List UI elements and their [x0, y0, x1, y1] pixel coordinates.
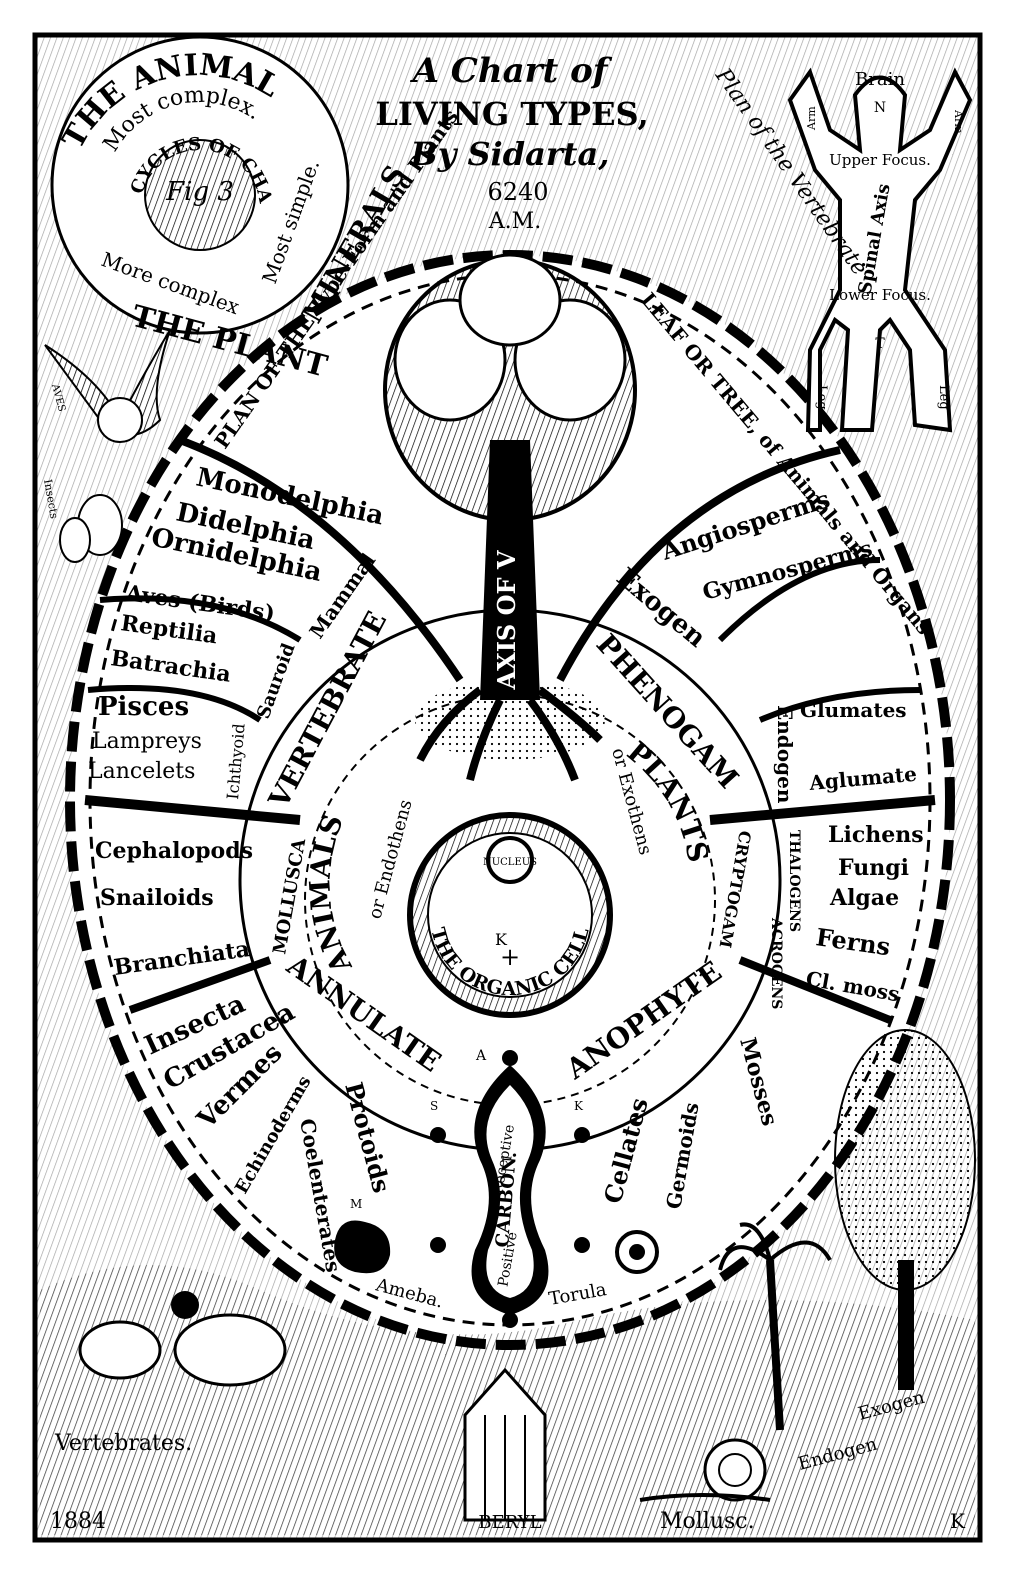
beryl-crystal [463, 1367, 547, 1522]
nucleus [486, 836, 534, 884]
fish-item: Lancelets [88, 759, 195, 784]
endogen-item: Glumates [800, 698, 907, 722]
butterfly [59, 494, 123, 563]
band-divider [99, 595, 302, 643]
fish-item: Pisces [98, 692, 189, 722]
carbon-m: M [350, 1197, 362, 1211]
thalogens-label: THALOGENS [786, 830, 802, 932]
title-era: A.M. [488, 209, 541, 234]
bird-left [44, 329, 171, 443]
cell-cross: + [500, 943, 520, 971]
plate-border [32, 32, 983, 1543]
beryl-label: BERYL [478, 1512, 541, 1533]
band-divider [84, 795, 301, 825]
vert-arm-left: Arm [805, 106, 818, 131]
band-divider [717, 557, 881, 643]
carbon-s: S [430, 1099, 438, 1113]
title-year: 6240 [487, 178, 548, 206]
band-divider [758, 687, 921, 723]
middle-ring [304, 694, 716, 1106]
thalo-item: Lichens [828, 822, 924, 848]
band-divider [128, 956, 272, 1014]
vertebrates-label: Vertebrates. [54, 1431, 192, 1456]
fish-item: Lampreys [92, 729, 202, 754]
cycle-fig: Fig 3 [165, 177, 234, 207]
vert-upper-focus: Upper Focus. [829, 151, 931, 169]
band-divider [709, 795, 936, 825]
cycle-circle-center [144, 139, 256, 251]
palm-tree [718, 1222, 832, 1431]
sheep [78, 1291, 287, 1387]
mollusc-label: Mollusc. [660, 1509, 755, 1534]
organic-cell-inner [427, 832, 593, 998]
cell-k-label: K [495, 930, 508, 949]
band-divider [87, 685, 262, 723]
axis-label: AXIS OF V [492, 550, 521, 690]
vert-t: T [875, 336, 885, 352]
ameba-drawing [334, 1220, 391, 1274]
vert-arm-right: Arm [952, 109, 965, 134]
title-line2: LIVING TYPES, [375, 95, 648, 133]
vertebrate-figure [787, 67, 973, 433]
nucleus-label: NUCLEUS [483, 857, 537, 868]
vert-leg-right: Leg [936, 385, 951, 410]
vert-lower-focus: Lower Focus. [829, 286, 931, 304]
tree-right [834, 1029, 976, 1390]
signature: K [950, 1509, 966, 1533]
carbon-figure [430, 1050, 590, 1328]
thalo-item: Fungi [838, 855, 909, 881]
band-divider [178, 436, 464, 683]
year-label: 1884 [50, 1509, 106, 1534]
vert-leg-left: Leg [814, 385, 829, 410]
tree-of-life [383, 253, 637, 782]
endogen-label: Endogen [773, 705, 797, 804]
carbon-k: K [574, 1099, 584, 1113]
mollusc-item: Cephalopods [95, 838, 253, 864]
acrogens-label: ACROGENS [768, 917, 784, 1009]
mollusc-item: Snailoids [100, 885, 214, 911]
title-line3: By Sidarta, [410, 135, 610, 173]
torula-core [629, 1244, 645, 1260]
vert-n: N [874, 100, 886, 116]
band-divider [556, 446, 841, 682]
snail [639, 1438, 771, 1502]
thalo-item: Algae [829, 885, 899, 911]
carbon-a: A [475, 1048, 487, 1064]
vert-brain: Brain [855, 69, 905, 90]
title-line1: A Chart of [410, 51, 613, 91]
